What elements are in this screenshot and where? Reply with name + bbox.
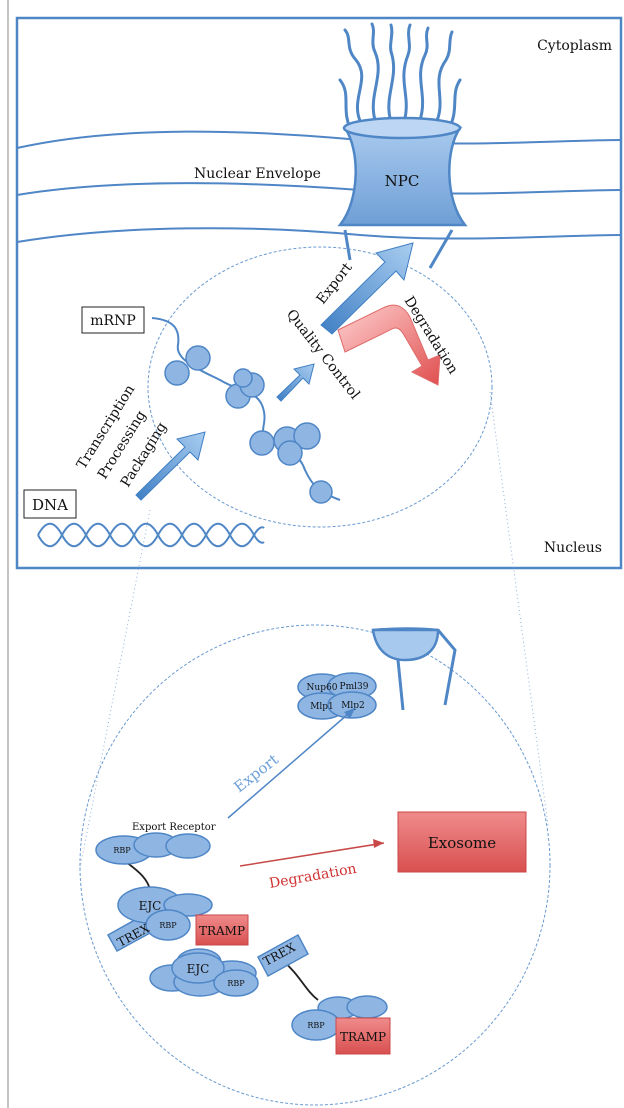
zoom-lines: [79, 391, 549, 869]
nucleus-label: Nucleus: [544, 540, 602, 556]
npc-filaments: [338, 22, 462, 134]
rbp-protein-3: [213, 969, 259, 997]
zoom-detail-circle: [79, 624, 551, 1106]
mlp1-label: Mlp1: [310, 702, 334, 712]
zoom-region-circle: [147, 246, 493, 528]
export-receptor-label: Export Receptor: [132, 822, 216, 833]
ejc-cluster-2: [149, 933, 310, 997]
tramp-label-2: TRAMP: [340, 1030, 386, 1044]
dna-label: DNA: [32, 496, 68, 514]
rbp-protein-2: [145, 909, 191, 941]
export-thin-arrow: [227, 707, 356, 819]
dna-helix: [37, 522, 265, 548]
qc-arrow: [276, 363, 315, 402]
exosome-label: Exosome: [428, 834, 496, 852]
rbp-label-2: RBP: [159, 921, 177, 930]
mrnp-box: [81, 306, 145, 334]
mlp2-label: Mlp2: [341, 701, 365, 711]
rbp-cluster-3: [291, 995, 388, 1041]
tramp-box-1: [195, 914, 249, 946]
mrnp-label: mRNP: [90, 313, 136, 329]
ejc-label-1: EJC: [139, 899, 162, 913]
mrnp-proteins: [164, 345, 333, 504]
rbp-label-4: RBP: [307, 1021, 325, 1030]
degradation-thin-label: Degradation: [268, 861, 358, 892]
packaging-arrow: [135, 431, 206, 501]
exosome-box: [397, 811, 527, 873]
mlp2-protein: [327, 691, 377, 719]
cell-frame: [15, 16, 623, 570]
export-thin-label: Export: [230, 750, 281, 796]
export-arrow: [320, 242, 414, 335]
mrna-strand: [151, 317, 341, 501]
ejc-label-2: EJC: [187, 962, 210, 976]
tramp-label-1: TRAMP: [199, 924, 245, 938]
ejc-cluster-1: [106, 886, 249, 953]
rbp-label-1: RBP: [113, 846, 131, 855]
nuclear-envelope-label: Nuclear Envelope: [194, 166, 321, 182]
ejc-protein-2: [171, 952, 225, 984]
quality-control-label: Quality Control: [283, 307, 363, 403]
nuclear-envelope: [16, 130, 622, 243]
nup60-label: Nup60: [307, 683, 338, 693]
trex-box-2: [256, 933, 310, 978]
degradation-arrow: [337, 304, 441, 386]
tramp-box-2: [335, 1017, 391, 1055]
npc-fragment: [371, 627, 457, 711]
pml39-label: Pml39: [340, 682, 369, 692]
degradation-thin-arrow: [239, 839, 385, 867]
basket-proteins: [297, 672, 377, 720]
dna-box: [23, 489, 77, 519]
rbp-label-3: RBP: [227, 979, 245, 988]
npc-label: NPC: [385, 172, 420, 190]
npc: [337, 116, 468, 269]
export-receptor-complex: [95, 832, 211, 865]
cytoplasm-label: Cytoplasm: [537, 38, 612, 54]
